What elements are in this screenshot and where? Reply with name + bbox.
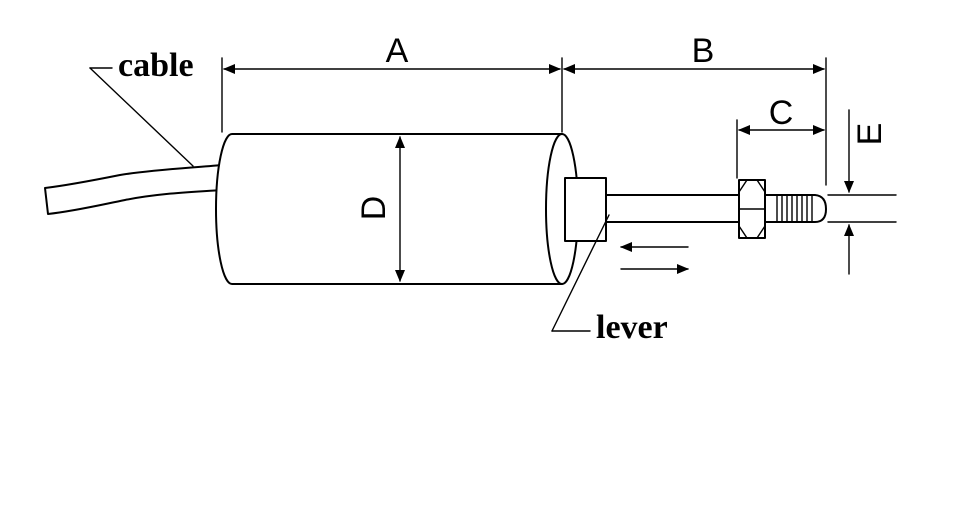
lever-label: lever xyxy=(596,309,668,346)
dimension-a: A xyxy=(223,32,561,74)
sensor-body xyxy=(215,133,579,285)
cable-leader xyxy=(89,67,194,167)
cable-label: cable xyxy=(118,47,194,84)
dimension-a-label: A xyxy=(386,32,409,70)
cable xyxy=(44,164,223,215)
dimension-b-label: B xyxy=(692,32,715,70)
dimension-c-label: C xyxy=(769,94,794,132)
dimension-c: C xyxy=(738,94,825,135)
threaded-end xyxy=(764,194,827,223)
lever xyxy=(564,177,742,242)
hex-nut xyxy=(738,179,766,239)
dimension-d-label: D xyxy=(355,196,393,221)
dimension-e: E xyxy=(844,109,889,275)
motion-arrows xyxy=(620,242,689,274)
dimension-b: B xyxy=(563,32,825,74)
dimension-d: D xyxy=(355,136,405,282)
extension-lines xyxy=(221,57,897,223)
dimension-e-label: E xyxy=(851,123,889,146)
lever-leader xyxy=(551,214,610,332)
